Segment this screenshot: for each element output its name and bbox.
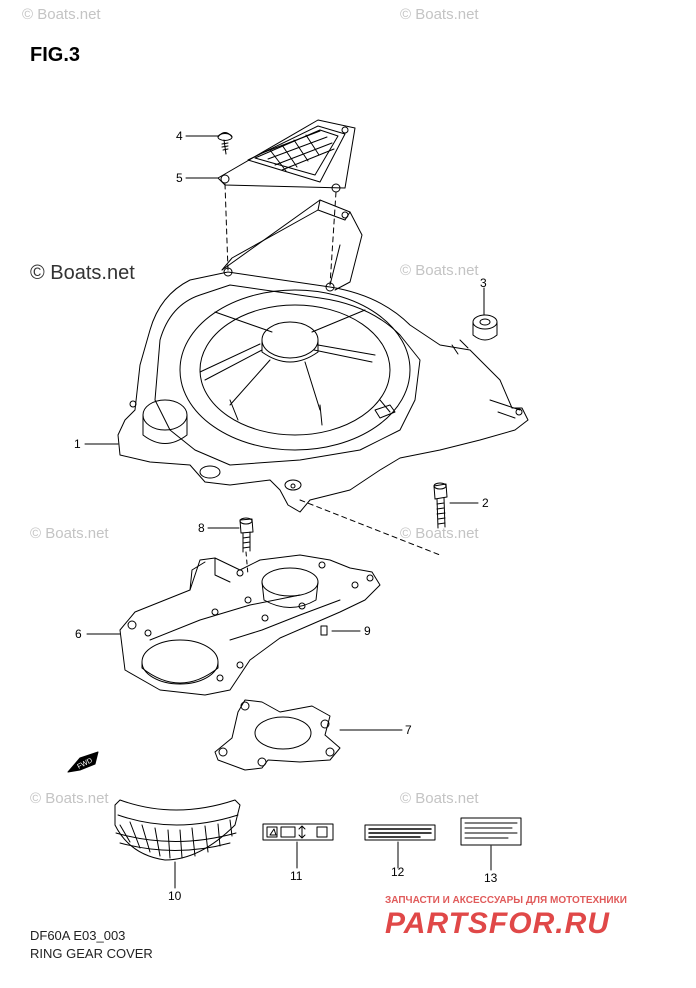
callout-numbers: 4 5 3 1 2 8 6 9 7 10 11 12 13 xyxy=(74,129,498,903)
watermark: © Boats.net xyxy=(400,262,479,279)
diagram-name: RING GEAR COVER xyxy=(30,946,153,961)
callout-8: 8 xyxy=(198,521,205,535)
callout-5: 5 xyxy=(176,171,183,185)
part-12-label xyxy=(364,824,436,841)
callout-12: 12 xyxy=(391,865,405,879)
watermark: © Boats.net xyxy=(400,6,479,23)
part-13-label xyxy=(460,817,522,846)
watermark: © Boats.net xyxy=(30,262,135,284)
callout-7: 7 xyxy=(405,723,412,737)
part-8-bolt xyxy=(239,517,254,553)
fwd-arrow xyxy=(67,751,99,773)
leader-lines xyxy=(84,135,492,889)
part-7-gasket xyxy=(214,699,341,771)
watermark: © Boats.net xyxy=(30,525,109,542)
callout-13: 13 xyxy=(484,871,498,885)
part-3-grommet xyxy=(472,314,498,341)
part-10-seal xyxy=(114,799,241,861)
diagram-code: DF60A E03_003 xyxy=(30,928,126,943)
part-9-pin xyxy=(320,625,328,636)
callout-6: 6 xyxy=(75,627,82,641)
callout-4: 4 xyxy=(176,129,183,143)
callout-3: 3 xyxy=(480,276,487,290)
part-6-bracket xyxy=(119,554,381,696)
part-2-bolt xyxy=(433,482,448,529)
watermark: © Boats.net xyxy=(400,525,479,542)
part-1-cover xyxy=(117,199,529,513)
watermark: © Boats.net xyxy=(400,790,479,807)
callout-11: 11 xyxy=(290,869,303,883)
part-4-screw xyxy=(217,132,233,155)
callout-10: 10 xyxy=(168,889,182,903)
watermark: © Boats.net xyxy=(22,6,101,23)
part-5-plate xyxy=(217,119,356,193)
callout-9: 9 xyxy=(364,624,371,638)
part-11-label xyxy=(262,823,334,841)
shop-logo: PARTSFOR.RU xyxy=(385,907,610,940)
watermark: © Boats.net xyxy=(30,790,109,807)
figure-title: FIG.3 xyxy=(30,44,81,66)
shop-tagline: ЗАПЧАСТИ И АКСЕССУАРЫ ДЛЯ МОТОТЕХНИКИ xyxy=(385,895,627,906)
callout-2: 2 xyxy=(482,496,489,510)
callout-1: 1 xyxy=(74,437,81,451)
